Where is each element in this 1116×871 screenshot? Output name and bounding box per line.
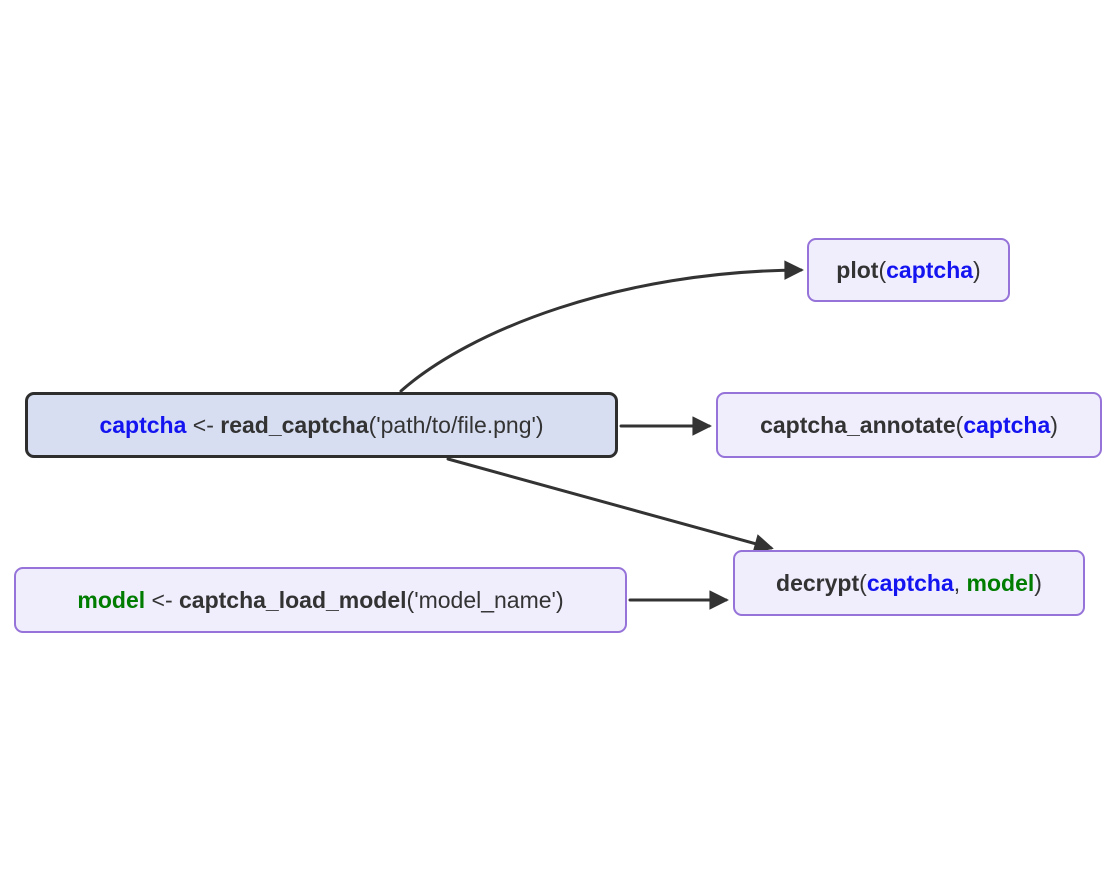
code-segment: ) [1034,569,1042,596]
code-segment: ( [955,411,964,438]
code-segment: <- [145,586,179,613]
node-captcha-load-model-label: model <- captcha_load_model('model_name'… [77,586,564,613]
edge-readcaptcha-to-decrypt [446,457,774,553]
code-segment: ('path/to/file.png') [368,411,544,438]
code-segment: model [966,569,1035,596]
code-segment: model [77,586,146,613]
code-segment: captcha_load_model [179,586,407,613]
code-segment: ( [878,256,887,283]
code-segment: plot [836,256,879,283]
code-segment: captcha [99,411,187,438]
code-segment: read_captcha [220,411,369,438]
node-decrypt: decrypt(captcha, model) [733,550,1085,616]
code-segment: ( [859,569,867,596]
node-captcha-annotate-label: captcha_annotate(captcha) [760,411,1058,438]
code-segment: captcha [963,411,1051,438]
code-segment: decrypt [776,569,860,596]
node-read-captcha: captcha <- read_captcha('path/to/file.pn… [25,392,618,458]
code-segment: , [953,569,967,596]
code-segment: ) [1050,411,1058,438]
node-plot-label: plot(captcha) [836,256,981,283]
node-read-captcha-label: captcha <- read_captcha('path/to/file.pn… [99,411,544,438]
code-segment: captcha [866,569,954,596]
node-plot: plot(captcha) [807,238,1010,302]
node-decrypt-label: decrypt(captcha, model) [776,569,1042,596]
code-segment: ('model_name') [406,586,564,613]
code-segment: captcha_annotate [760,411,956,438]
edge-readcaptcha-to-plot [399,260,804,393]
code-segment: captcha [886,256,974,283]
code-segment: <- [186,411,221,438]
code-segment: ) [973,256,981,283]
node-captcha-load-model: model <- captcha_load_model('model_name'… [14,567,627,633]
node-captcha-annotate: captcha_annotate(captcha) [716,392,1102,458]
